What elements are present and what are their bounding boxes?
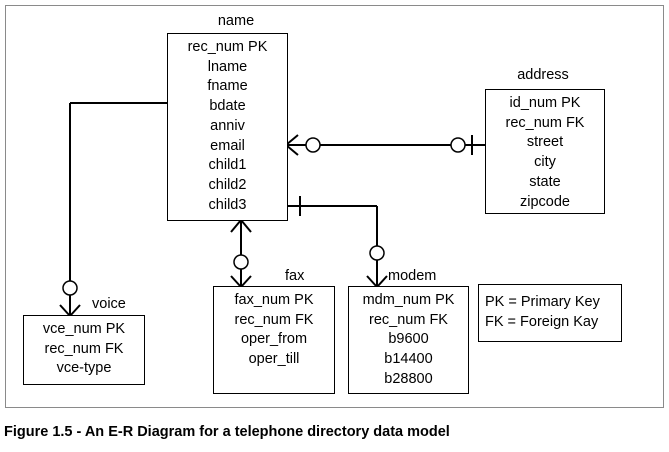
relationship-name-voice (59, 102, 168, 317)
entity-title-voice: voice (92, 296, 126, 312)
entity-title-address: address (517, 67, 569, 83)
diagram-frame (5, 5, 664, 408)
attribute-item: vce-type (56, 360, 112, 377)
attribute-item: oper_from (240, 331, 308, 348)
attribute-item: zipcode (520, 193, 570, 210)
attribute-list: mdm_num PK rec_num FK b9600 b14400 b28800 (349, 287, 468, 390)
attribute-item: b28800 (384, 370, 433, 387)
relationship-name-fax (230, 219, 252, 288)
attribute-item: child1 (208, 157, 247, 174)
attribute-item: street (526, 134, 564, 151)
attribute-item: city (534, 154, 556, 171)
attribute-item: rec_num FK (369, 311, 448, 328)
attribute-list: id_num PK rec_num FK street city state zipcod… (486, 90, 604, 212)
attribute-item: rec_num FK (505, 114, 585, 131)
entity-voice: vce_num PK rec_num FK vce-type (23, 315, 145, 385)
attribute-item: anniv (210, 117, 245, 134)
attribute-item: vce_num PK (42, 321, 126, 337)
attribute-item: child2 (208, 176, 247, 193)
legend-fk: FK = Foreign Kay (485, 314, 599, 330)
attribute-item: state (529, 173, 561, 190)
attribute-item: rec_num FK (44, 340, 124, 357)
attribute-item: email (210, 137, 245, 154)
entity-name: rec_num PK lname fname bdate anniv email child… (167, 33, 288, 221)
attribute-item: fname (207, 78, 248, 95)
attribute-item: b14400 (384, 351, 433, 368)
entity-title-modem: modem (388, 268, 437, 284)
attribute-list: rec_num PK lname fname bdate anniv email child… (168, 34, 287, 215)
attribute-item: child3 (208, 196, 247, 213)
entity-title-fax: fax (285, 268, 305, 284)
attribute-item: bdate (209, 98, 246, 115)
figure-caption: Figure 1.5 - An E-R Diagram for a teleph… (4, 424, 450, 440)
attribute-list: vce_num PK rec_num FK vce-type (24, 316, 144, 379)
attribute-item: oper_till (248, 351, 300, 368)
entity-title-name: name (217, 13, 255, 29)
relationship-name-modem (287, 196, 388, 288)
attribute-item: mdm_num PK (362, 292, 455, 308)
attribute-item: rec_num FK (234, 311, 314, 328)
relationship-name-address (285, 134, 485, 156)
legend-box: PK = Primary Key FK = Foreign Kay (478, 284, 622, 342)
attribute-item: b9600 (388, 331, 429, 348)
entity-modem: mdm_num PK rec_num FK b9600 b14400 b28800 (348, 286, 469, 394)
attribute-item: lname (207, 58, 248, 75)
entity-fax: fax_num PK rec_num FK oper_from oper_till (213, 286, 335, 394)
legend-pk: PK = Primary Key (485, 294, 600, 310)
attribute-item: id_num PK (509, 95, 581, 111)
entity-address: id_num PK rec_num FK street city state zipcod… (485, 89, 605, 214)
attribute-item: rec_num PK (187, 39, 268, 55)
attribute-item: fax_num PK (234, 292, 314, 308)
attribute-list: fax_num PK rec_num FK oper_from oper_till (214, 287, 334, 370)
